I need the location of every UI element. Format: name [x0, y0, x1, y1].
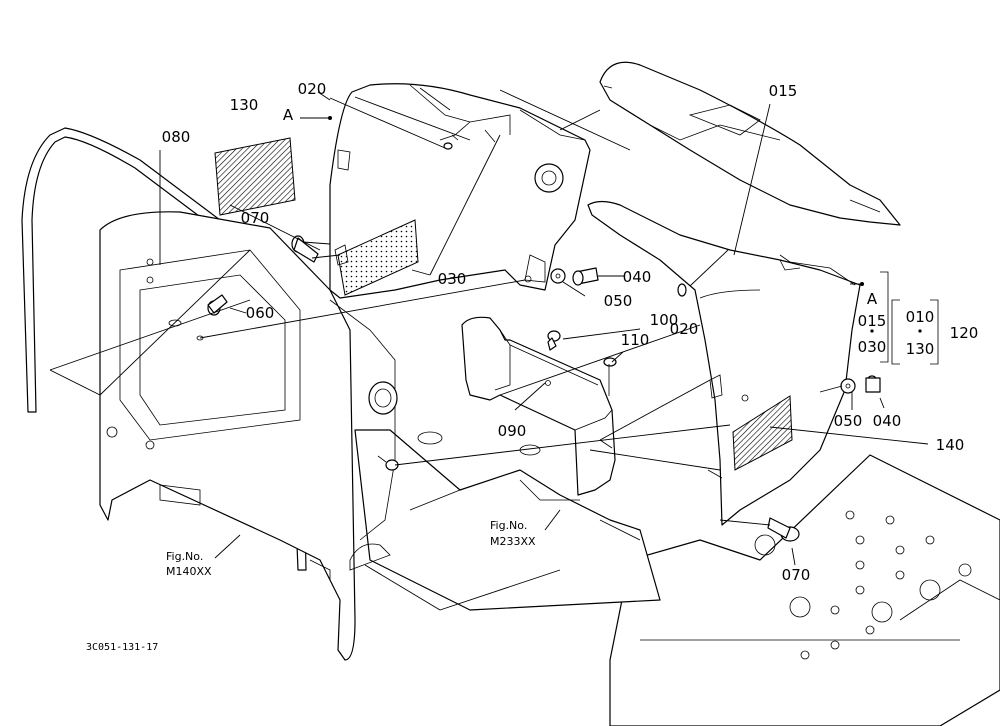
bolt-100 [547, 330, 561, 351]
callout-050-left: 050 [604, 292, 633, 310]
bolt-040-left [572, 267, 599, 286]
callout-015: 015 [769, 82, 798, 100]
reference-dot-a-left [328, 116, 332, 120]
washer-050-left [550, 268, 566, 284]
callout-070-right: 070 [782, 566, 811, 584]
rear-frame [354, 429, 661, 611]
clip-020-right [677, 283, 687, 297]
callout-050-right: 050 [834, 412, 863, 430]
leader-lines [49, 89, 929, 611]
top-cover-015 [599, 61, 901, 226]
connector-pin [377, 455, 399, 471]
callout-130: 130 [230, 96, 259, 114]
bolt-040-right [865, 375, 881, 393]
callout-labels: 015 020 A 130 080 070 060 030 040 050 10… [86, 80, 978, 653]
ref-a-left: A [283, 106, 294, 124]
callout-020-right: 020 [670, 320, 699, 338]
reference-dot-a-right [860, 282, 864, 286]
callout-140: 140 [936, 436, 965, 454]
floor-plate [609, 454, 1000, 726]
callout-080: 080 [162, 128, 191, 146]
fig-ref-1-line2: M140XX [166, 565, 212, 578]
assembly-015: 015 [858, 312, 887, 330]
assembly-010: 010 [906, 308, 935, 326]
assembly-030: 030 [858, 338, 887, 356]
assembly-ref-a: A [867, 290, 878, 308]
bracket-090 [461, 316, 616, 496]
bolt-110 [603, 357, 617, 396]
callout-030: 030 [438, 270, 467, 288]
front-panel [99, 211, 398, 661]
washer-050-right [840, 378, 856, 394]
fig-ref-2-line2: M233XX [490, 535, 536, 548]
callout-040-left: 040 [623, 268, 652, 286]
fig-ref-1-line1: Fig.No. [166, 550, 203, 563]
insulation-pad-030 [337, 219, 419, 296]
assembly-120: 120 [950, 324, 979, 342]
side-cover-right [587, 200, 861, 526]
callout-110: 110 [621, 331, 650, 349]
callout-100: 100 [650, 311, 679, 329]
bolt-070-right [767, 517, 800, 542]
callout-090: 090 [498, 422, 527, 440]
callout-040-right: 040 [873, 412, 902, 430]
assembly-bracket [870, 271, 939, 365]
fig-ref-2-line1: Fig.No. [490, 519, 527, 532]
drawing-code: 3C051-131-17 [86, 642, 158, 653]
callout-020-left: 020 [298, 80, 327, 98]
callout-060: 060 [246, 304, 275, 322]
label-140 [732, 395, 793, 471]
callout-070-left: 070 [241, 209, 270, 227]
clip-020-left [443, 142, 453, 150]
assembly-130: 130 [906, 340, 935, 358]
label-130 [214, 137, 296, 216]
